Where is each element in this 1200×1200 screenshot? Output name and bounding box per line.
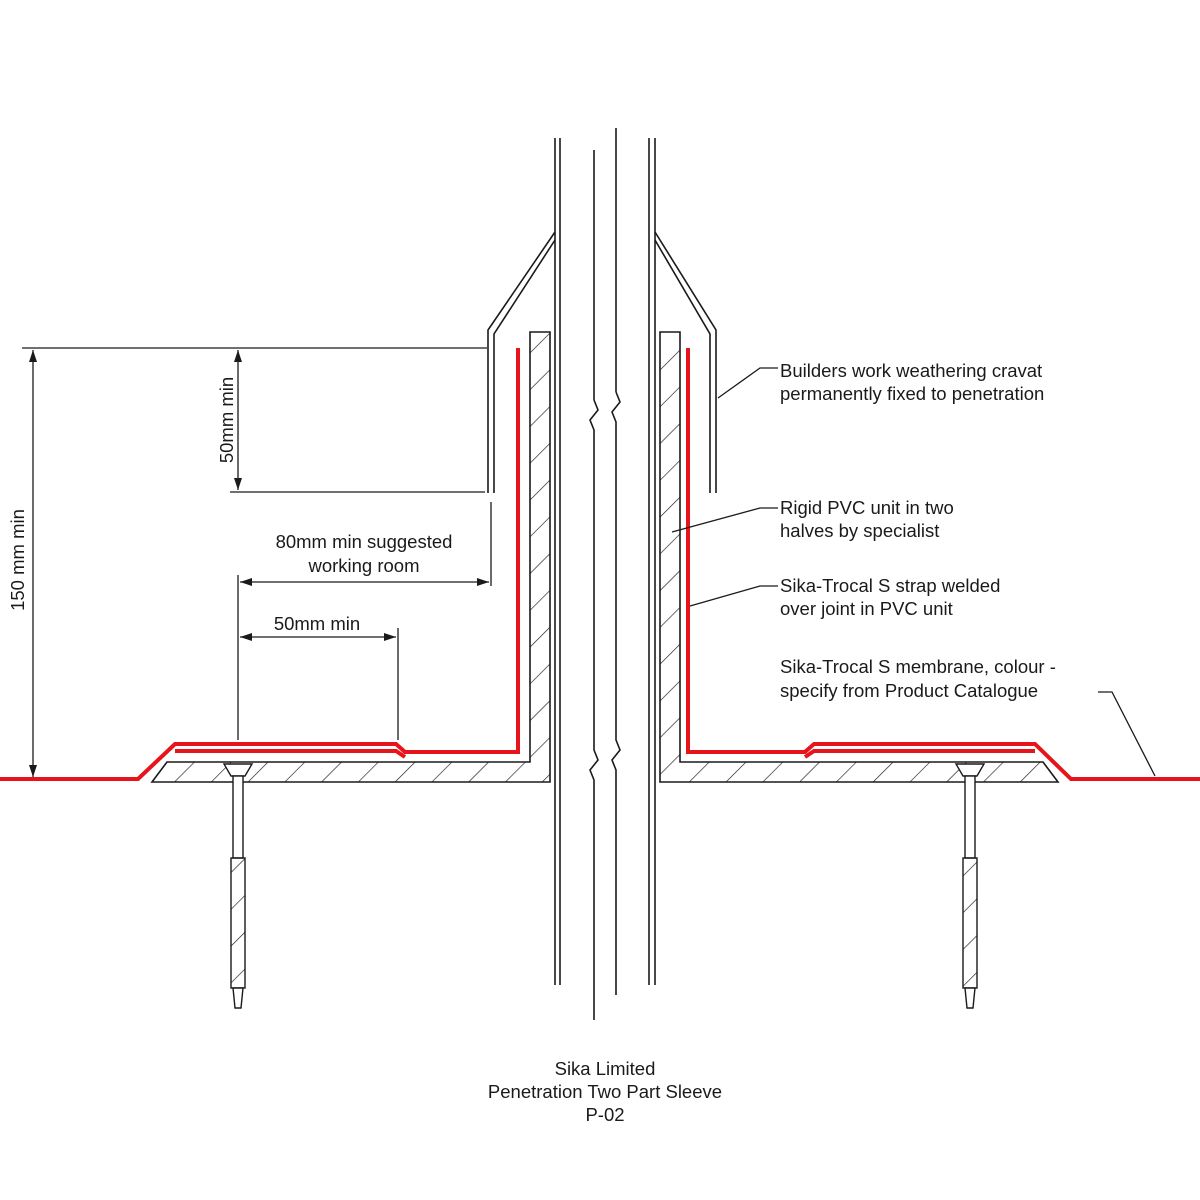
pvc-unit-right bbox=[659, 331, 1060, 783]
weathering-cravat bbox=[487, 231, 717, 493]
dimension-80mm bbox=[237, 502, 492, 740]
title-drawing-name: Penetration Two Part Sleeve bbox=[488, 1081, 722, 1102]
callout-strap-line2: over joint in PVC unit bbox=[780, 598, 953, 619]
callout-leaders bbox=[671, 367, 1156, 777]
dim-label-50mm-cravat: 50mm min bbox=[216, 377, 237, 463]
dim-label-150mm: 150 mm min bbox=[7, 509, 28, 611]
fixing-screw-right bbox=[954, 763, 986, 1009]
callout-cravat-line2: permanently fixed to penetration bbox=[780, 383, 1044, 404]
callout-strap-line1: Sika-Trocal S strap welded bbox=[780, 575, 1000, 596]
dimension-50mm-cravat bbox=[230, 350, 485, 493]
dim-label-80mm-line1: 80mm min suggested bbox=[276, 531, 453, 552]
dim-label-80mm-line2: working room bbox=[307, 555, 419, 576]
membrane-right bbox=[686, 348, 1200, 781]
penetration-pipe bbox=[554, 128, 656, 1020]
dim-label-50mm-strap: 50mm min bbox=[274, 613, 360, 634]
callout-pvc-line2: halves by specialist bbox=[780, 520, 939, 541]
callout-pvc-line1: Rigid PVC unit in two bbox=[780, 497, 954, 518]
fixing-screw-left bbox=[222, 763, 254, 1009]
dimension-150mm bbox=[22, 347, 487, 777]
callout-membrane-line2: specify from Product Catalogue bbox=[780, 680, 1038, 701]
membrane-left bbox=[0, 348, 520, 781]
title-drawing-number: P-02 bbox=[585, 1104, 624, 1125]
pvc-unit-left bbox=[150, 331, 551, 783]
dimension-50mm-strap bbox=[240, 628, 399, 740]
title-company: Sika Limited bbox=[555, 1058, 656, 1079]
callout-membrane-line1: Sika-Trocal S membrane, colour - bbox=[780, 656, 1056, 677]
callout-cravat-line1: Builders work weathering cravat bbox=[780, 360, 1042, 381]
